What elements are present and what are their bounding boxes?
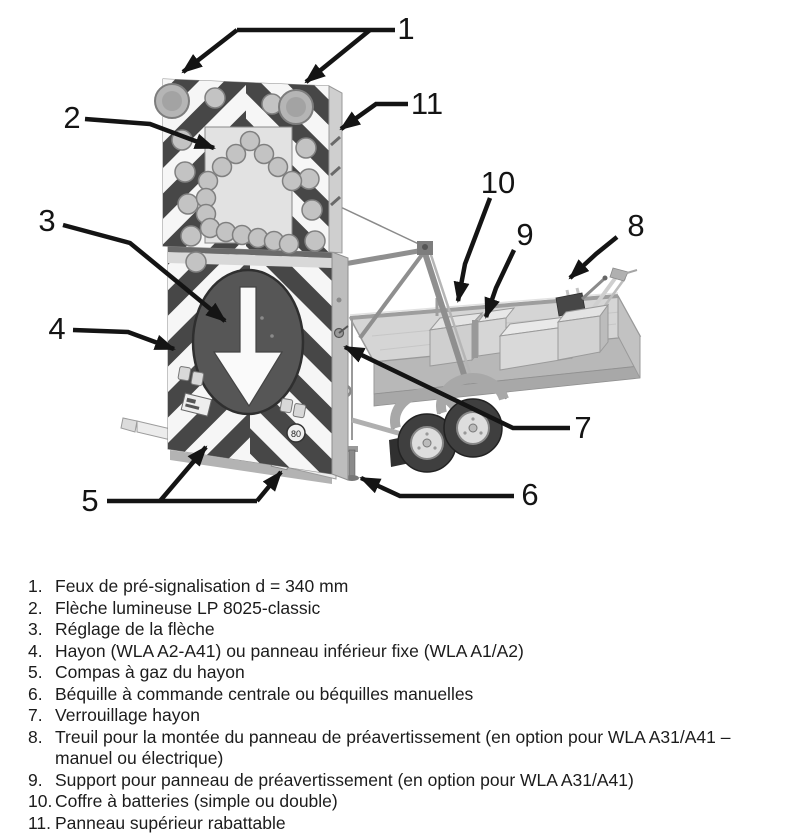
legend-item-number: 5.: [28, 662, 43, 682]
callout-7: [343, 344, 570, 431]
callout-lines: [62, 27, 619, 504]
callout-5: [107, 445, 283, 504]
callout-3: [62, 222, 227, 323]
panel-frame-post: [331, 251, 349, 481]
legend-item-4: 4. Hayon (WLA A2-A41) ou panneau inférie…: [28, 641, 773, 663]
legend-item-number: 7.: [28, 705, 43, 725]
callout-2: [84, 116, 216, 151]
callout-4: [72, 327, 176, 352]
legend-item-6: 6. Béquille à commande centrale ou béqui…: [28, 684, 773, 706]
legend-item-text: Béquille à commande centrale ou béquille…: [55, 683, 474, 704]
panel-under-shadow: [170, 450, 332, 484]
legend-item-3: 3. Réglage de la flèche: [28, 619, 773, 641]
legend-item-8: 8. Treuil pour la montée du panneau de p…: [28, 727, 773, 770]
reflector-pair-right: [279, 398, 307, 419]
callout-6: [359, 475, 514, 499]
lower-panel: 80: [167, 244, 333, 475]
legend-item-text: Coffre à batteries (simple ou double): [55, 791, 338, 811]
trailer-arrow-board-diagram: 80: [38, 11, 644, 518]
wheel-rear: [397, 413, 457, 473]
speed-badge-text: 80: [291, 429, 301, 439]
legend-item-11: 11. Panneau supérieur rabattable: [28, 813, 773, 834]
legend-item-text: Feux de pré-signalisation d = 340 mm: [55, 576, 349, 596]
legend-item-9: 9. Support pour panneau de préavertissem…: [28, 770, 773, 792]
callout-label-10: 10: [481, 165, 515, 200]
callout-8: [568, 235, 619, 280]
upper-panel: [154, 78, 343, 273]
callout-label-2: 2: [63, 100, 80, 135]
legend-item-number: 1.: [28, 576, 43, 596]
legend-item-7: 7. Verrouillage hayon: [28, 705, 773, 727]
legend-item-1: 1. Feux de pré-signalisation d = 340 mm: [28, 576, 773, 598]
winch-mast-head: [609, 267, 629, 282]
reflector-pair-left: [177, 366, 205, 387]
callout-label-5: 5: [81, 483, 98, 518]
panel-support-post: [472, 320, 478, 358]
callout-label-1: 1: [397, 11, 414, 46]
legend-item-text: Réglage de la flèche: [55, 619, 215, 639]
pre-warning-lights: [154, 83, 314, 125]
callout-label-8: 8: [627, 208, 644, 243]
legend-item-text: Flèche lumineuse LP 8025-classic: [55, 597, 321, 618]
winch: [555, 267, 638, 361]
winch-cable: [331, 202, 424, 247]
legend-item-text: Panneau supérieur rabattable: [55, 812, 286, 833]
legend-item-number: 11.: [28, 812, 52, 833]
callout-label-4: 4: [48, 311, 65, 346]
callout-label-11: 11: [411, 86, 443, 121]
callout-labels: 1 2 3 4 5 6 7 8 9 10 11: [38, 11, 644, 518]
callout-9: [483, 249, 517, 319]
legend-item-text: Verrouillage hayon: [55, 705, 200, 725]
license-plate: [180, 392, 213, 417]
legend-item-number: 2.: [28, 597, 43, 618]
legend-item-number: 10.: [28, 791, 53, 811]
callout-10: [453, 197, 493, 303]
callout-label-9: 9: [516, 217, 533, 252]
legend-item-number: 6.: [28, 683, 43, 704]
down-arrow-sign: [191, 268, 305, 416]
legend-item-5: 5. Compas à gaz du hayon: [28, 662, 773, 684]
support-frame: [331, 202, 475, 385]
legend-item-text: Treuil pour la montée du panneau de préa…: [55, 726, 731, 769]
callout-label-3: 3: [38, 203, 55, 238]
callout-label-6: 6: [521, 477, 538, 512]
legend-item-number: 4.: [28, 640, 43, 661]
legend-item-number: 8.: [28, 726, 43, 747]
legend-item-text: Hayon (WLA A2-A41) ou panneau inférieur …: [55, 640, 524, 661]
legend-item-2: 2. Flèche lumineuse LP 8025-classic: [28, 598, 773, 620]
legend-item-text: Compas à gaz du hayon: [55, 662, 245, 682]
callout-1: [181, 27, 395, 84]
legend-item-number: 3.: [28, 619, 43, 639]
winch-handle: [580, 277, 606, 301]
callout-11: [339, 101, 408, 131]
legend-item-10: 10. Coffre à batteries (simple ou double…: [28, 791, 773, 813]
legend-list: 1. Feux de pré-signalisation d = 340 mm …: [28, 576, 773, 834]
speed-badge: 80: [286, 423, 306, 443]
legend-item-text: Support pour panneau de préavertissement…: [55, 769, 634, 790]
callout-label-7: 7: [574, 410, 591, 445]
legend-item-number: 9.: [28, 769, 43, 790]
